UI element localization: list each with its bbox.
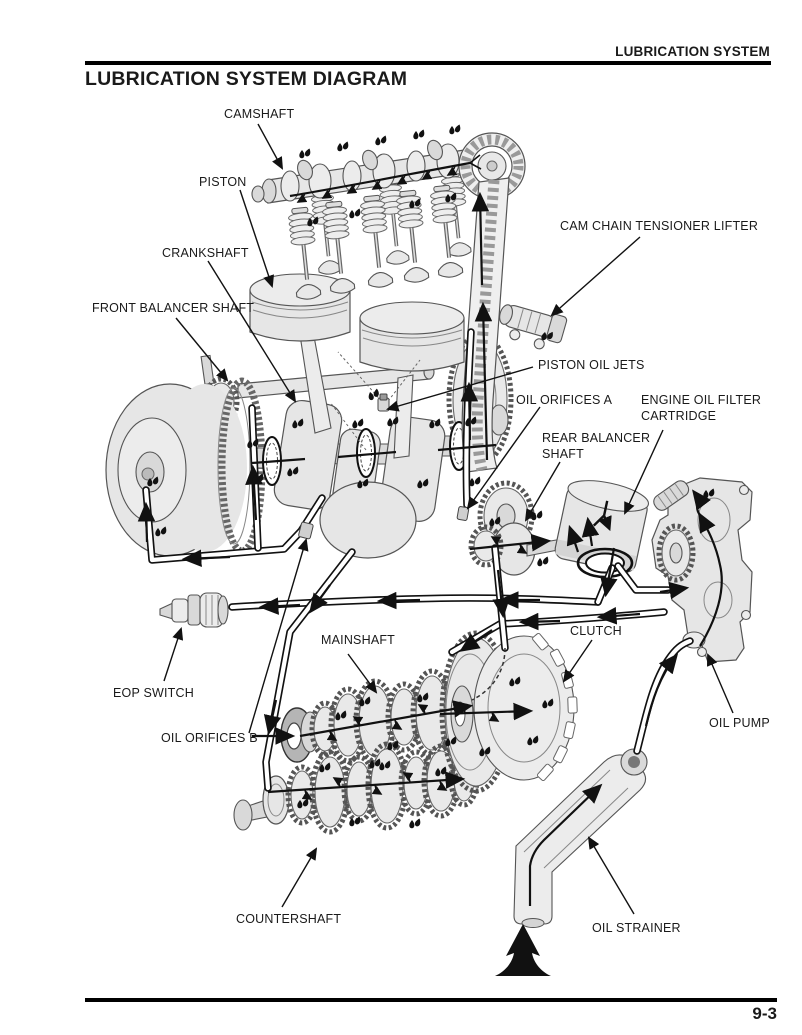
footer-rule bbox=[85, 998, 777, 1002]
label-camshaft: CAMSHAFT bbox=[224, 107, 295, 121]
label-piston: PISTON bbox=[199, 175, 247, 189]
flywheel bbox=[105, 377, 266, 557]
label-crankshaft: CRANKSHAFT bbox=[162, 246, 249, 260]
label-oil-strainer: OIL STRAINER bbox=[592, 921, 681, 935]
label-piston-oil-jets: PISTON OIL JETS bbox=[538, 358, 645, 372]
label-clutch: CLUTCH bbox=[570, 624, 622, 638]
header-section-title: LUBRICATION SYSTEM bbox=[615, 44, 770, 59]
label-leader-lines bbox=[163, 123, 734, 915]
label-countershaft: COUNTERSHAFT bbox=[236, 912, 342, 926]
oil-flow-up-arrow-icon bbox=[495, 924, 551, 976]
oil-strainer-part bbox=[513, 748, 648, 928]
footer-page-number: 9-3 bbox=[752, 1004, 777, 1023]
label-engine-oil-filter-cartridge: ENGINE OIL FILTER CARTRIDGE bbox=[641, 393, 762, 424]
rear-balancer-part bbox=[468, 480, 573, 576]
cam-chain-tensioner-lifter-part bbox=[499, 304, 568, 350]
label-oil-orifices-b: OIL ORIFICES B bbox=[161, 731, 258, 745]
header-rule bbox=[85, 61, 771, 65]
oil-pump-part bbox=[651, 477, 753, 663]
eop-switch-part bbox=[159, 592, 229, 628]
oil-orifice-fittings bbox=[298, 393, 470, 540]
page-title: LUBRICATION SYSTEM DIAGRAM bbox=[85, 68, 408, 90]
label-eop-switch: EOP SWITCH bbox=[113, 686, 194, 700]
label-oil-pump: OIL PUMP bbox=[709, 716, 770, 730]
label-front-balancer-shaft: FRONT BALANCER SHAFT bbox=[92, 301, 255, 315]
label-rear-balancer-shaft: REAR BALANCER SHAFT bbox=[542, 431, 651, 462]
label-cam-chain-tensioner-lifter: CAM CHAIN TENSIONER LIFTER bbox=[560, 219, 759, 233]
label-oil-orifices-a: OIL ORIFICES A bbox=[516, 393, 613, 407]
label-mainshaft: MAINSHAFT bbox=[321, 633, 396, 647]
